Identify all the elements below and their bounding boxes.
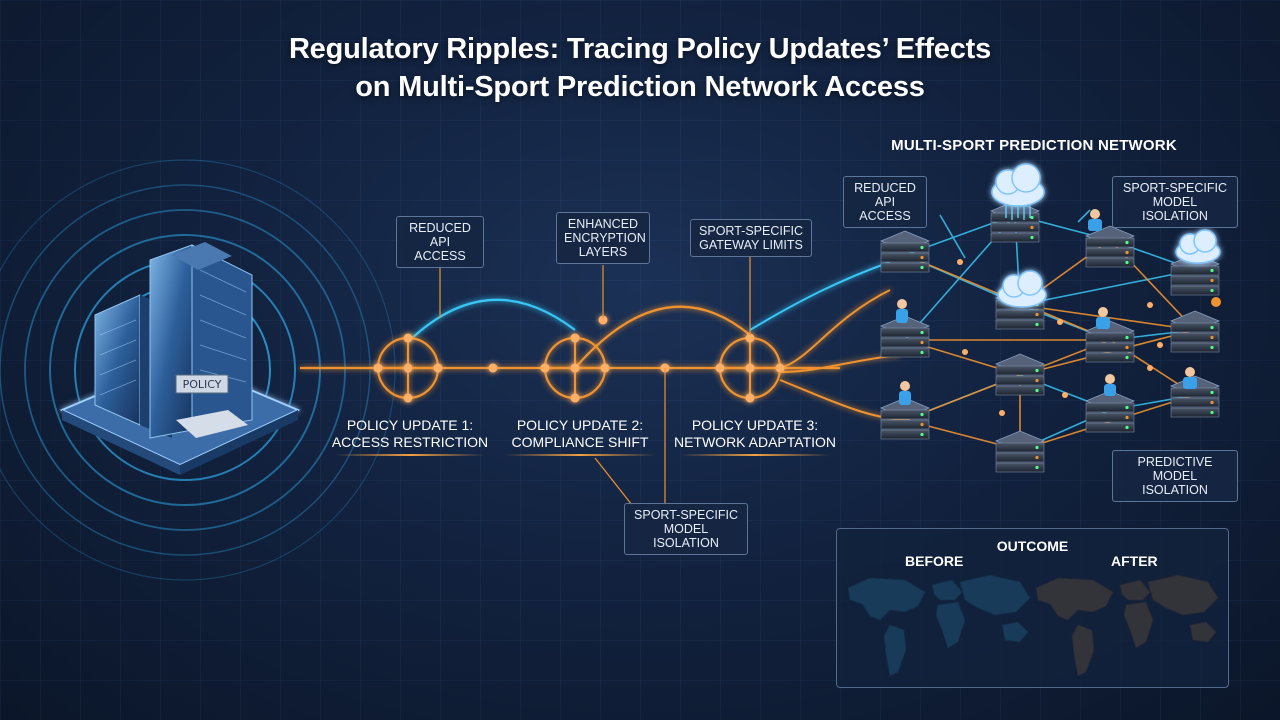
- server-rack-icon: [879, 397, 931, 440]
- callout-line: Predictive: [1137, 455, 1213, 469]
- building-sign: POLICY: [183, 378, 222, 391]
- cloud-icons: [991, 163, 1221, 308]
- step-2-underline: [505, 454, 655, 456]
- policy-flow: [300, 289, 911, 421]
- callout-encryption: Enhanced Encryption Layers: [556, 212, 650, 264]
- outcome-panel: Outcome Before After: [836, 528, 1229, 688]
- analyst-icon: [1104, 374, 1116, 396]
- cloud-uplinks: [1005, 205, 1031, 220]
- callout-line: API Access: [414, 235, 466, 263]
- callout-model-isolation: Sport-Specific Model Isolation: [624, 503, 748, 555]
- server-rack-icon: [989, 200, 1041, 243]
- cloud-icon: [1175, 229, 1221, 264]
- callout-line: API Access: [859, 195, 911, 223]
- callout-gateway-limits: Sport-Specific Gateway Limits: [690, 219, 812, 257]
- callout-reduced-api: Reduced API Access: [396, 216, 484, 268]
- step-1-underline: [335, 454, 485, 456]
- analyst-icon: [899, 381, 911, 405]
- page-title: Regulatory Ripples: Tracing Policy Updat…: [0, 30, 1280, 106]
- title-line-2: on Multi-Sport Prediction Network Access: [355, 71, 925, 103]
- callout-line: Model Isolation: [1142, 195, 1208, 223]
- step-2-line-2: Compliance Shift: [511, 434, 649, 450]
- step-2-label: Policy Update 2: Compliance Shift: [495, 417, 665, 456]
- analyst-icon: [1096, 307, 1110, 329]
- outcome-before-label: Before: [905, 553, 964, 569]
- cloud-icon: [991, 163, 1045, 207]
- analyst-icon: [1183, 367, 1197, 389]
- server-rack-icon: [1084, 390, 1136, 433]
- callout-line: Model Isolation: [653, 522, 719, 550]
- network-title: Multi-Sport Prediction Network: [891, 137, 1177, 154]
- title-line-1: Regulatory Ripples: Tracing Policy Updat…: [288, 33, 992, 65]
- blue-arc: [409, 298, 576, 341]
- server-rack-icon: [1084, 320, 1136, 363]
- analyst-icon: [1088, 209, 1102, 231]
- analyst-figures: [896, 209, 1221, 405]
- cloud-icon: [997, 270, 1047, 308]
- network-links-orange: [904, 239, 1196, 451]
- callout-line: Reduced: [409, 221, 471, 235]
- server-rack-icon: [879, 315, 931, 358]
- callout-line: Enhanced: [567, 217, 639, 231]
- flow-nodes: [373, 315, 785, 403]
- outcome-title: Outcome: [996, 538, 1069, 554]
- step-1-line-2: Access Restriction: [331, 434, 489, 450]
- network-links-blue: [904, 209, 1196, 451]
- outcome-after-label: After: [1111, 553, 1158, 569]
- alert-dot: [1211, 297, 1221, 307]
- server-rack-icon: [1084, 225, 1136, 268]
- network-callout-sport-model: Sport-Specific Model Isolation: [1112, 176, 1238, 228]
- step-2-line-1: Policy Update 2:: [516, 417, 644, 433]
- callout-line: Reduced: [854, 181, 916, 195]
- analyst-icon: [896, 299, 908, 323]
- server-rack-icon: [994, 353, 1046, 396]
- server-rack-icon: [1169, 310, 1221, 353]
- step-3-underline: [680, 454, 830, 456]
- callout-line: Sport-Specific: [1123, 181, 1227, 195]
- network-junctions: [957, 259, 1163, 416]
- callout-line: Model Isolation: [1142, 469, 1208, 497]
- callout-line: Gateway Limits: [699, 238, 803, 252]
- server-rack-icon: [879, 230, 931, 273]
- network-callout-reduced-api: Reduced API Access: [843, 176, 927, 228]
- callout-line: Encryption: [564, 231, 646, 245]
- step-1-label: Policy Update 1: Access Restriction: [325, 417, 495, 456]
- callout-leaders: [439, 255, 751, 506]
- callout-line: Sport-Specific: [634, 508, 738, 522]
- callout-line: Layers: [578, 245, 628, 259]
- policy-building: POLICY: [59, 242, 301, 475]
- step-3-line-1: Policy Update 3:: [691, 417, 819, 433]
- network-callout-predictive-model: Predictive Model Isolation: [1112, 450, 1238, 502]
- step-3-label: Policy Update 3: Network Adaptation: [670, 417, 840, 456]
- step-3-line-2: Network Adaptation: [673, 434, 837, 450]
- step-1-line-1: Policy Update 1:: [346, 417, 474, 433]
- callout-line: Sport-Specific: [699, 224, 803, 238]
- server-rack-icon: [994, 430, 1046, 473]
